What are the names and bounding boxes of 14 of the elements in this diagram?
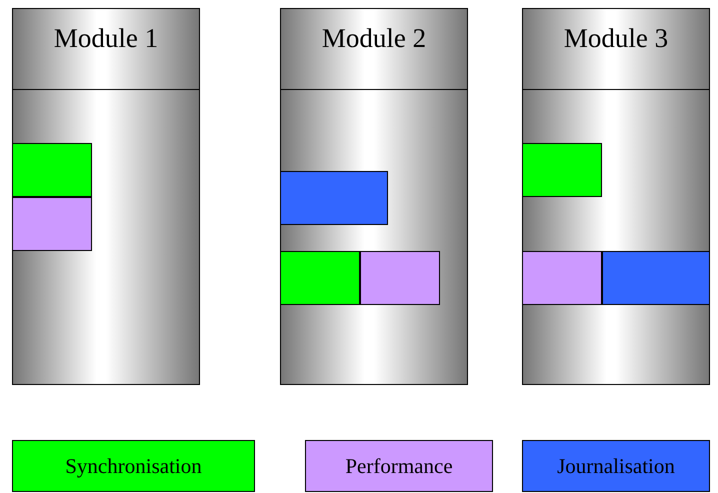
legend-key: Journalisation: [522, 440, 710, 492]
module-column: [280, 8, 468, 385]
legend-key: Performance: [305, 440, 493, 492]
colored-block: [280, 251, 360, 305]
module-column: [522, 8, 710, 385]
colored-block: [522, 251, 602, 305]
colored-block: [280, 171, 388, 225]
colored-block: [12, 143, 92, 197]
colored-block: [12, 197, 92, 251]
colored-block: [360, 251, 440, 305]
module-column: [12, 8, 200, 385]
legend-key: Synchronisation: [12, 440, 255, 492]
colored-block: [602, 251, 710, 305]
colored-block: [522, 143, 602, 197]
